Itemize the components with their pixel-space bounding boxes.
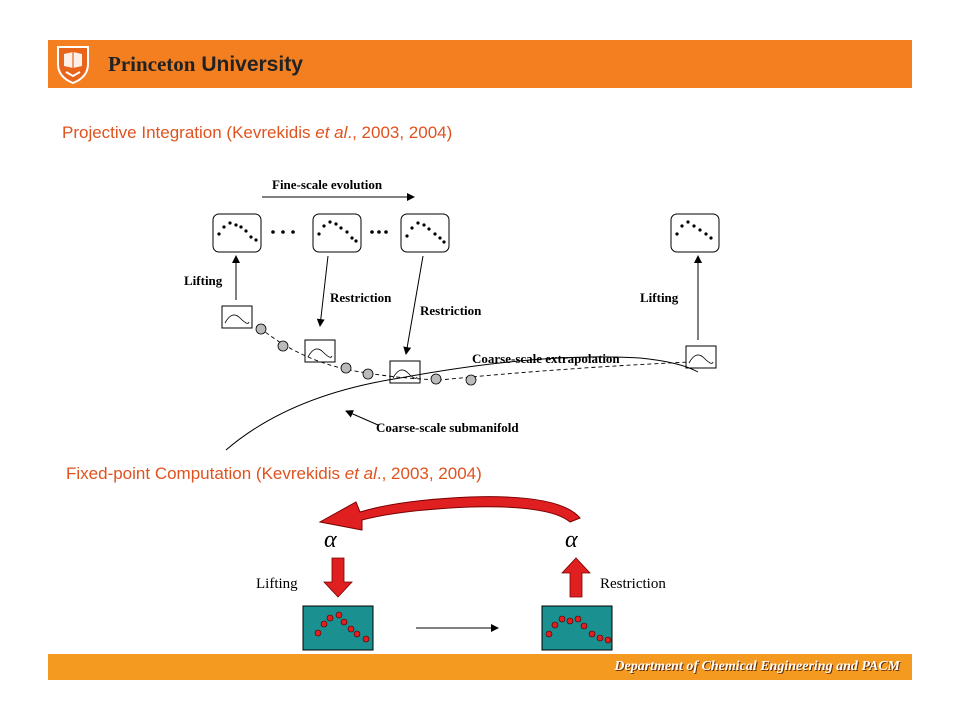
princeton-shield-icon — [57, 46, 89, 84]
section-heading-fixed-point: Fixed-point Computation (Kevrekidis et a… — [66, 464, 482, 483]
restriction-up-arrow — [561, 557, 591, 598]
alpha-symbol-right: α — [565, 527, 578, 553]
fine-scale-box — [670, 213, 720, 253]
ellipsis-dots — [370, 230, 388, 234]
restriction-label-2: Restriction — [420, 303, 482, 318]
curved-feedback-arrow — [318, 496, 581, 531]
lifting-label-left: Lifting — [184, 273, 223, 288]
submanifold-label: Coarse-scale submanifold — [376, 420, 519, 435]
fine-scale-box — [400, 213, 450, 253]
coarse-profile-box — [685, 345, 717, 369]
extrapolation-label: Coarse-scale extrapolation — [472, 351, 620, 366]
microscopic-state-box — [541, 605, 613, 651]
ellipsis-dots — [271, 230, 295, 234]
fine-scale-box — [212, 213, 262, 253]
fine-scale-box — [312, 213, 362, 253]
lifting-label-right: Lifting — [640, 290, 679, 305]
coarse-trajectory — [259, 327, 691, 381]
title-word-university: University — [201, 53, 303, 76]
restriction-label: Restriction — [600, 576, 666, 592]
coarse-submanifold-curve — [225, 356, 699, 451]
coarse-profile-box — [221, 305, 253, 329]
fine-scale-label: Fine-scale evolution — [272, 177, 383, 192]
coarse-state-points — [255, 323, 477, 386]
lifting-down-arrow — [323, 557, 353, 598]
restriction-arrow-2 — [403, 255, 424, 355]
footer-department-text: Department of Chemical Engineering and P… — [614, 659, 900, 674]
header-bar — [48, 40, 912, 88]
footer-bar — [48, 654, 912, 680]
submanifold-pointer-arrow — [345, 410, 379, 426]
lifting-label: Lifting — [256, 576, 298, 592]
restriction-arrow-1 — [316, 255, 329, 327]
section-heading-projective: Projective Integration (Kevrekidis et al… — [62, 123, 453, 142]
microscopic-state-box — [302, 605, 374, 651]
page-title: Princeton University — [108, 52, 303, 77]
coarse-profile-box — [304, 339, 336, 363]
fixed-point-diagram: α α Lifting Restriction — [256, 496, 666, 651]
restriction-label-1: Restriction — [330, 290, 392, 305]
projective-integration-diagram: Fine-scale evolution — [184, 177, 720, 451]
title-word-princeton: Princeton — [108, 52, 196, 76]
alpha-symbol-left: α — [324, 527, 337, 553]
coarse-profile-box — [389, 360, 421, 384]
